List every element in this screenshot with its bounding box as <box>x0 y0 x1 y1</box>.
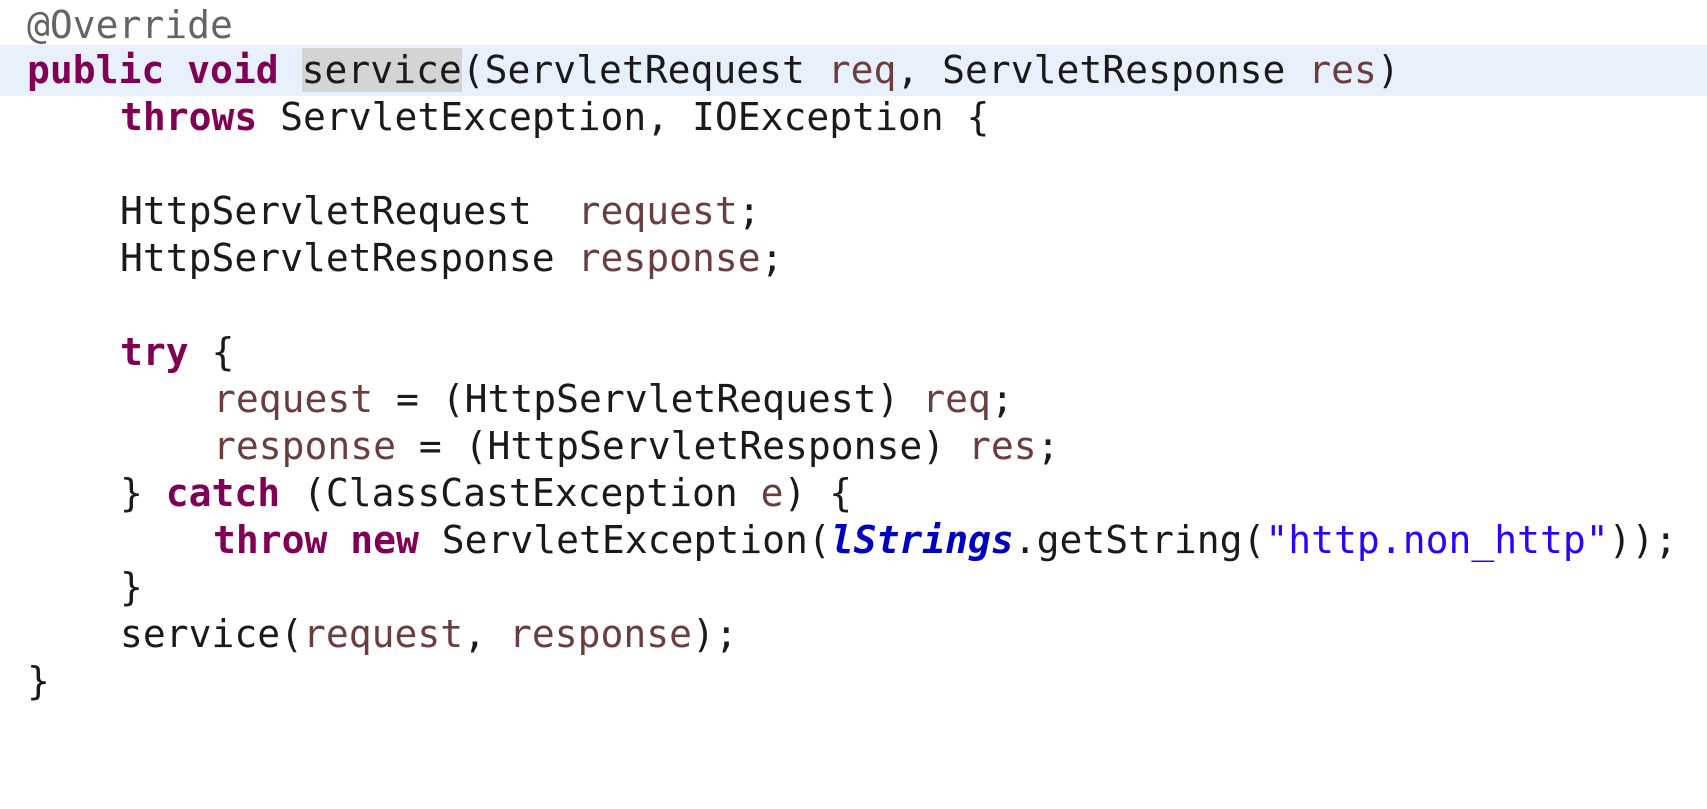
string-literal: "http.non_http" <box>1265 518 1609 562</box>
param-type-request: (ServletRequest <box>461 48 828 92</box>
exception-ctor: ServletException( <box>418 518 831 562</box>
keyword-throw-new: throw new <box>213 518 419 562</box>
cast-response: = (HttpServletResponse) <box>396 424 968 468</box>
open-brace: ) { <box>783 471 853 515</box>
close-parens: )); <box>1608 518 1678 562</box>
close-brace: } <box>120 471 166 515</box>
param-res: res <box>1308 48 1377 92</box>
code-line-7[interactable] <box>0 280 1707 331</box>
var-e: e <box>760 471 784 515</box>
code-line-8[interactable]: try { <box>0 327 1707 378</box>
type-http-response: HttpServletResponse <box>120 236 578 280</box>
code-line-1[interactable]: @Override <box>0 0 1707 51</box>
semicolon: ; <box>760 236 784 280</box>
semicolon: ; <box>737 189 761 233</box>
code-line-15[interactable]: } <box>0 656 1707 707</box>
keyword-public-void: public void <box>27 48 279 92</box>
code-line-11[interactable]: } catch (ClassCastException e) { <box>0 468 1707 519</box>
code-line-12[interactable]: throw new ServletException(lStrings.getS… <box>0 515 1707 566</box>
open-brace: { <box>188 330 235 374</box>
keyword-throws: throws <box>120 95 258 139</box>
keyword-try: try <box>120 330 189 374</box>
keyword-catch: catch <box>165 471 281 515</box>
cast-request: = (HttpServletRequest) <box>373 377 923 421</box>
method-getstring: .getString( <box>1013 518 1266 562</box>
param-type-response: , ServletResponse <box>896 48 1309 92</box>
code-line-14[interactable]: service(request, response); <box>0 609 1707 660</box>
method-name-service: service <box>301 48 462 92</box>
close-paren: ) <box>1376 48 1400 92</box>
code-line-9[interactable]: request = (HttpServletRequest) req; <box>0 374 1707 425</box>
var-response: response <box>577 236 761 280</box>
code-line-2[interactable]: public void service(ServletRequest req, … <box>0 45 1707 96</box>
var-request: request <box>577 189 738 233</box>
comma: , <box>463 612 509 656</box>
var-response: response <box>213 424 397 468</box>
method-call-service: service( <box>120 612 304 656</box>
var-request: request <box>303 612 464 656</box>
param-req: req <box>922 377 991 421</box>
code-line-4[interactable] <box>0 139 1707 190</box>
static-field-lstrings: lStrings <box>830 518 1014 562</box>
code-line-10[interactable]: response = (HttpServletResponse) res; <box>0 421 1707 472</box>
code-line-3[interactable]: throws ServletException, IOException { <box>0 92 1707 143</box>
var-request: request <box>213 377 374 421</box>
code-line-5[interactable]: HttpServletRequest request; <box>0 186 1707 237</box>
type-http-request: HttpServletRequest <box>120 189 578 233</box>
semicolon: ; <box>990 377 1014 421</box>
annotation-override: @Override <box>27 3 233 47</box>
code-editor[interactable]: @Override public void service(ServletReq… <box>0 0 1707 783</box>
code-line-6[interactable]: HttpServletResponse response; <box>0 233 1707 284</box>
space <box>279 48 302 92</box>
close-brace: } <box>120 565 143 609</box>
catch-type: (ClassCastException <box>280 471 761 515</box>
close-call: ); <box>691 612 738 656</box>
close-brace: } <box>27 659 50 703</box>
param-req: req <box>827 48 897 92</box>
var-response: response <box>508 612 692 656</box>
semicolon: ; <box>1036 424 1060 468</box>
exception-list: ServletException, IOException { <box>257 95 990 139</box>
param-res: res <box>967 424 1037 468</box>
code-line-13[interactable]: } <box>0 562 1707 613</box>
